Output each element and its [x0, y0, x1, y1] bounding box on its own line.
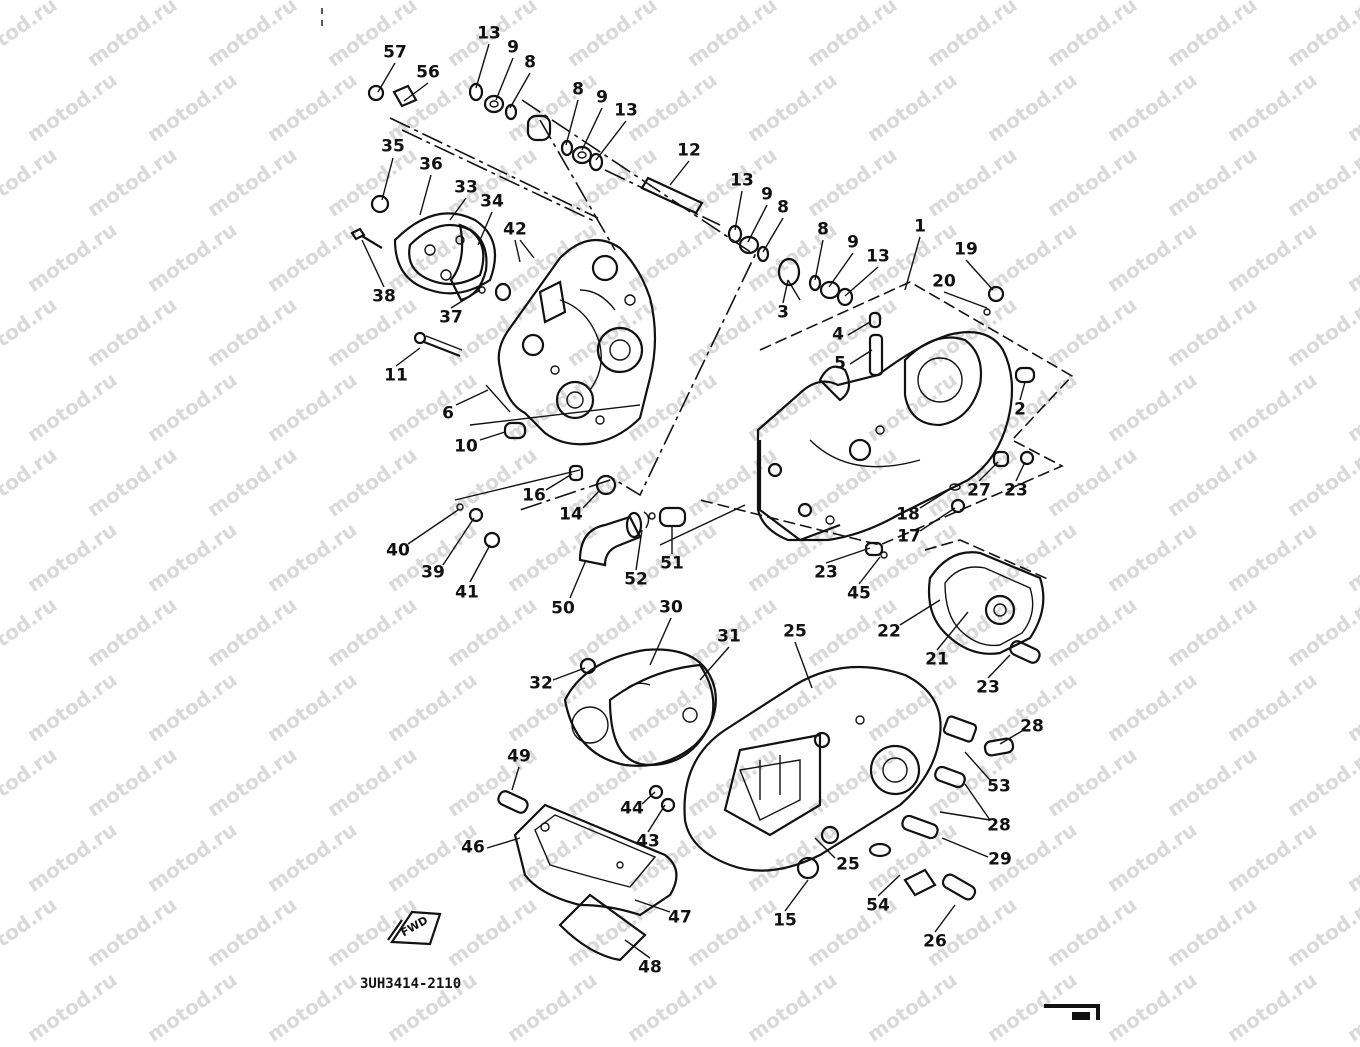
callout-23: 23	[976, 677, 1000, 698]
diagram-reference-code: 3UH3414-2110	[360, 976, 462, 992]
callout-43: 43	[636, 831, 660, 852]
callout-9: 9	[847, 232, 859, 253]
assembly-guides	[389, 99, 1074, 581]
callout-41: 41	[455, 582, 479, 603]
callout-31: 31	[717, 626, 741, 647]
callout-17: 17	[897, 526, 921, 547]
callout-9: 9	[507, 37, 519, 58]
callout-57: 57	[383, 42, 407, 63]
callout-30: 30	[659, 597, 683, 618]
callout-10: 10	[454, 436, 478, 457]
callout-38: 38	[372, 286, 396, 307]
callout-26: 26	[923, 931, 947, 952]
callout-23: 23	[814, 562, 838, 583]
callout-3: 3	[777, 302, 789, 323]
callout-42: 42	[503, 219, 527, 240]
callout-6: 6	[442, 403, 454, 424]
callout-53: 53	[987, 776, 1011, 797]
callout-29: 29	[988, 849, 1012, 870]
callout-50: 50	[551, 598, 575, 619]
callout-19: 19	[954, 239, 978, 260]
callout-8: 8	[524, 52, 536, 73]
exploded-view-linework	[321, 8, 1100, 1020]
callout-14: 14	[559, 504, 583, 525]
callout-21: 21	[925, 649, 949, 670]
callout-52: 52	[624, 569, 648, 590]
callout-9: 9	[596, 87, 608, 108]
callout-15: 15	[773, 910, 797, 931]
left-cover-parts	[350, 194, 512, 302]
callout-16: 16	[522, 485, 546, 506]
callout-28: 28	[987, 815, 1011, 836]
callout-36: 36	[419, 154, 443, 175]
callout-47: 47	[668, 907, 692, 928]
callout-44: 44	[620, 798, 644, 819]
upper-fasteners	[367, 82, 1005, 316]
gear-cover	[927, 551, 1045, 664]
callout-8: 8	[572, 79, 584, 100]
callout-13: 13	[866, 246, 890, 267]
callout-18: 18	[896, 504, 920, 525]
callout-25: 25	[836, 854, 860, 875]
callout-13: 13	[614, 100, 638, 121]
callout-25: 25	[783, 621, 807, 642]
callout-35: 35	[381, 136, 405, 157]
callout-13: 13	[477, 23, 501, 44]
right-crankcase	[756, 311, 1036, 559]
callout-40: 40	[386, 540, 410, 561]
callout-8: 8	[817, 219, 829, 240]
callout-46: 46	[461, 837, 485, 858]
breather-hose	[456, 503, 687, 567]
callout-9: 9	[761, 184, 773, 205]
callout-8: 8	[777, 197, 789, 218]
callout-34: 34	[480, 191, 504, 212]
callout-39: 39	[421, 562, 445, 583]
callout-45: 45	[847, 583, 871, 604]
callout-54: 54	[866, 895, 890, 916]
callout-28: 28	[1020, 716, 1044, 737]
callout-2: 2	[1014, 399, 1026, 420]
callout-51: 51	[660, 553, 684, 574]
callout-48: 48	[638, 957, 662, 978]
callout-33: 33	[454, 177, 478, 198]
crankcase-cover	[497, 665, 1015, 901]
callout-1: 1	[914, 216, 926, 237]
callout-12: 12	[677, 140, 701, 161]
callout-37: 37	[439, 307, 463, 328]
callout-27: 27	[967, 480, 991, 501]
guard-plate	[387, 803, 678, 962]
callout-23: 23	[1004, 480, 1028, 501]
callout-4: 4	[832, 324, 844, 345]
callout-22: 22	[877, 621, 901, 642]
callout-32: 32	[529, 673, 553, 694]
callout-13: 13	[730, 170, 754, 191]
left-crankcase	[413, 238, 657, 496]
callout-49: 49	[507, 746, 531, 767]
callout-11: 11	[384, 365, 408, 386]
callout-56: 56	[416, 62, 440, 83]
callout-20: 20	[932, 271, 956, 292]
callout-5: 5	[834, 353, 846, 374]
gaskets	[563, 648, 717, 767]
